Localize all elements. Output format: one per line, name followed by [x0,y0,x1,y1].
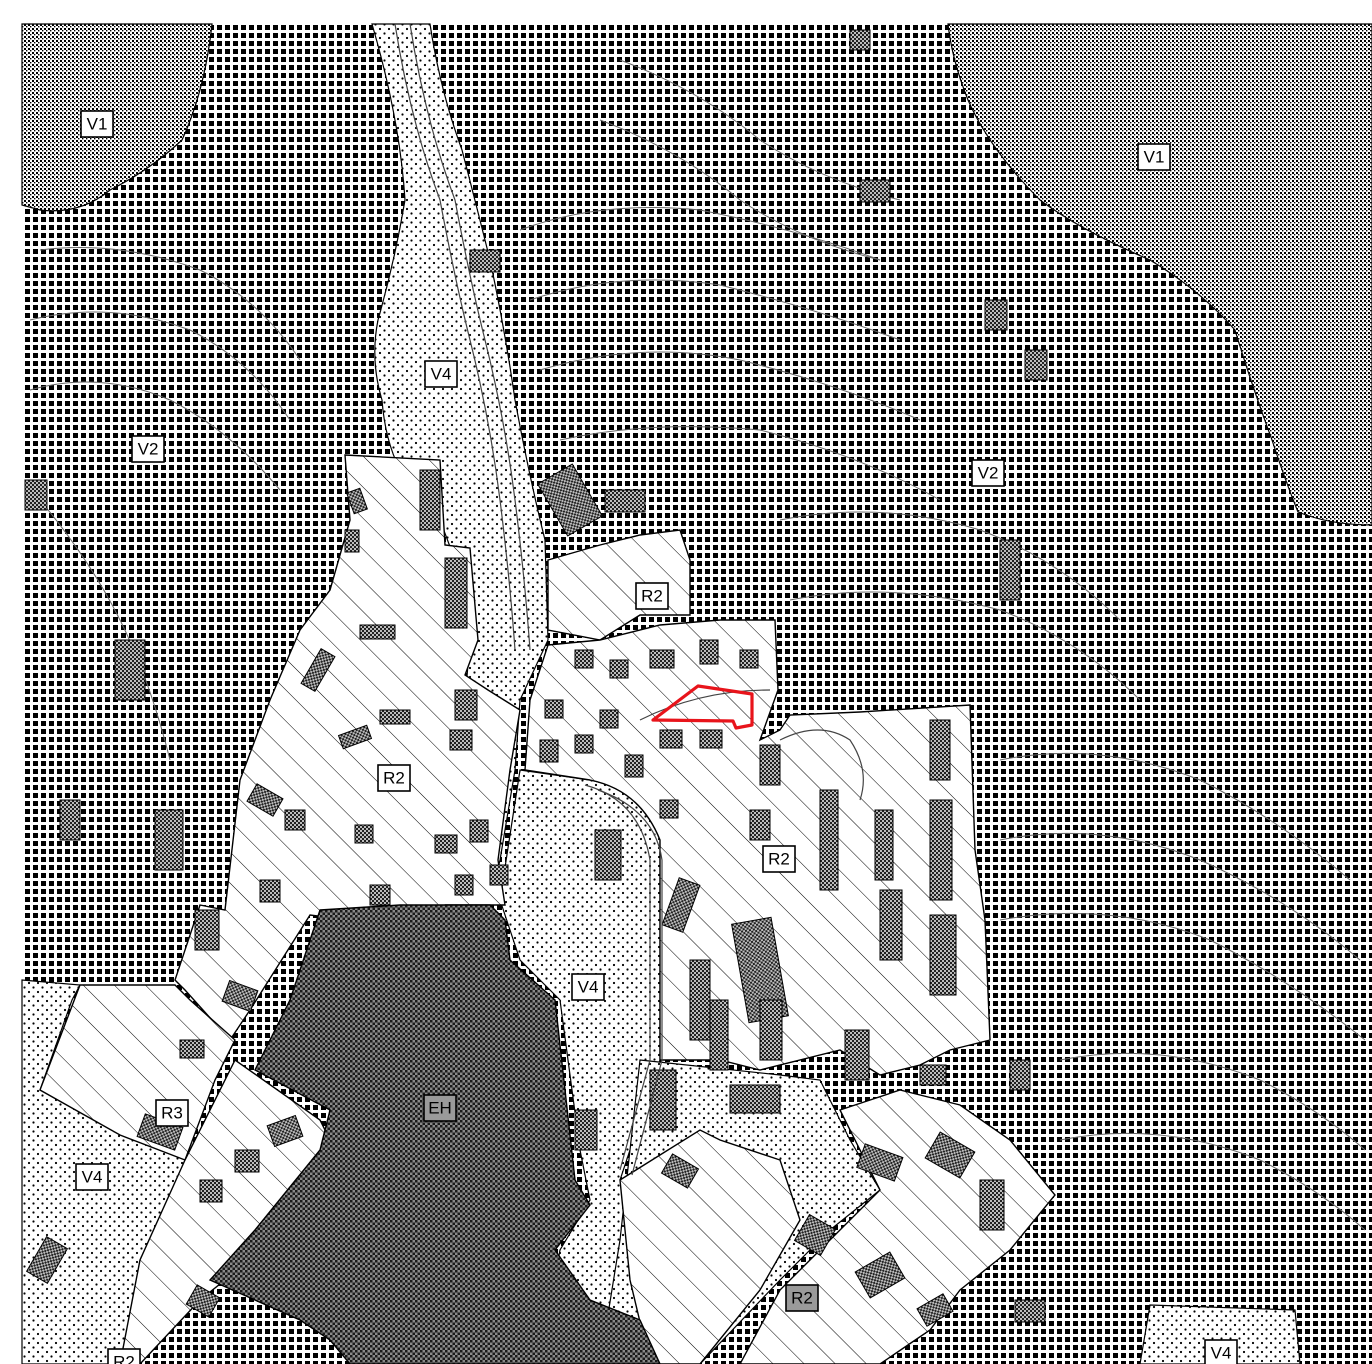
zone-v1-northwest[interactable] [21,23,213,212]
label-eh-center: EH [423,1094,457,1122]
label-v4-southeast: V4 [1204,1339,1238,1364]
svg-text:R3: R3 [161,1104,183,1123]
label-r2-south: R2 [785,1284,819,1312]
svg-text:R2: R2 [641,587,663,606]
svg-text:R2: R2 [768,850,790,869]
svg-text:V4: V4 [82,1168,103,1187]
zone-r2-central[interactable] [524,619,991,1076]
contour-lines [29,59,1366,1231]
zone-v1-northeast[interactable] [947,23,1372,526]
svg-text:R2: R2 [113,1353,135,1364]
label-r2-southwest: R2 [107,1348,141,1364]
svg-text:V4: V4 [1211,1344,1232,1363]
svg-text:R2: R2 [791,1289,813,1308]
buildings [24,29,1048,1327]
label-v4-center: V4 [571,973,605,1001]
svg-text:V2: V2 [978,464,999,483]
highlight-parcel[interactable] [651,684,754,730]
svg-text:V1: V1 [87,115,108,134]
svg-text:V4: V4 [578,978,599,997]
svg-text:V2: V2 [138,440,159,459]
zone-r2-north[interactable] [547,529,691,641]
svg-text:V4: V4 [431,365,452,384]
label-v1-northwest: V1 [80,110,114,138]
label-r2-center: R2 [762,845,796,873]
svg-text:EH: EH [428,1099,452,1118]
label-v1-northeast: V1 [1137,143,1171,171]
zone-eh[interactable] [208,904,661,1364]
roads [394,23,864,1176]
label-v4-southwest: V4 [75,1163,109,1191]
label-v2-west: V2 [131,435,165,463]
svg-text:V1: V1 [1144,148,1165,167]
label-r2-north: R2 [635,582,669,610]
label-r3-west: R3 [155,1099,189,1127]
label-v2-east: V2 [971,459,1005,487]
svg-text:R2: R2 [383,769,405,788]
label-v4-north: V4 [424,360,458,388]
label-r2-west: R2 [377,764,411,792]
zone-v4-southeast[interactable] [1139,1304,1301,1364]
